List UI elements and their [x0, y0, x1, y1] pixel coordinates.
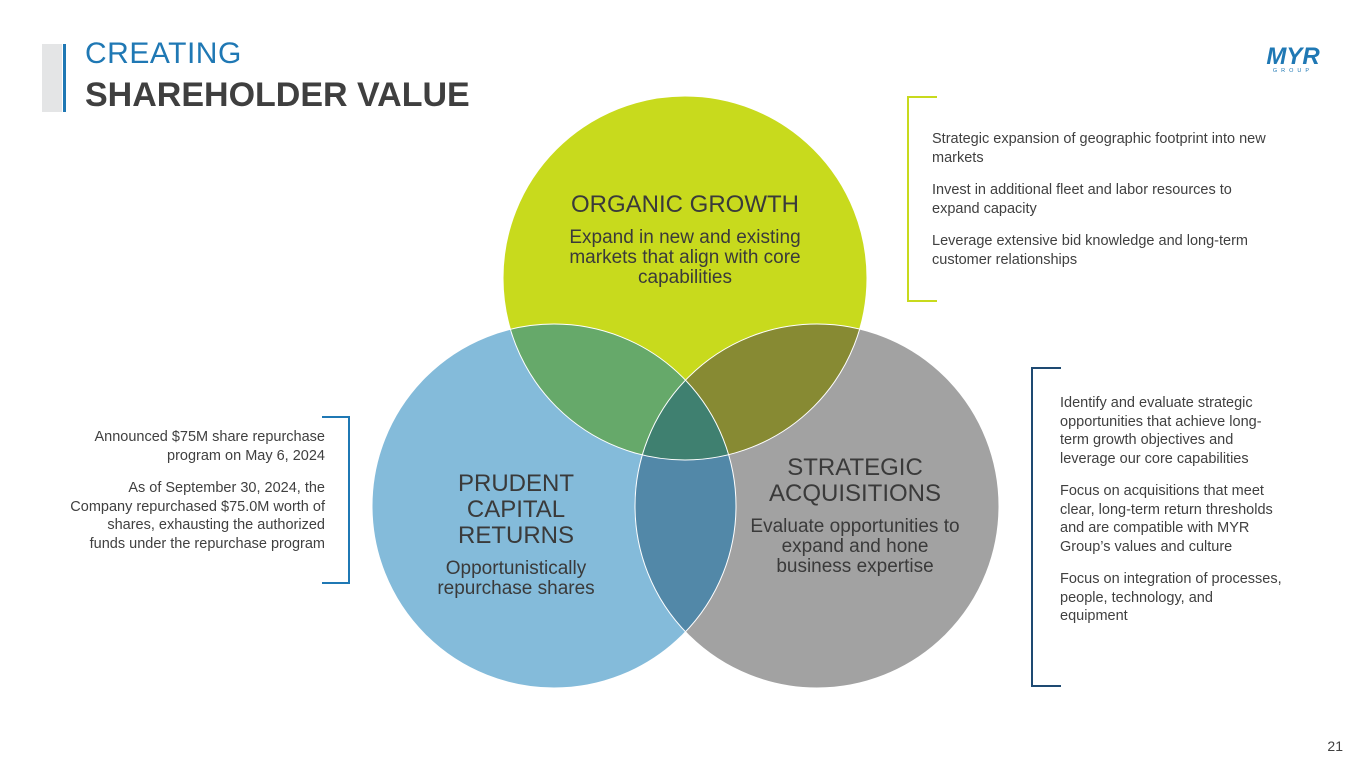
prudent-capital-title: PRUDENT CAPITAL RETURNS: [457, 470, 574, 549]
strategic-acquisitions-label: STRATEGIC ACQUISITIONS Evaluate opportun…: [745, 455, 965, 577]
acquisition-bullet: Identify and evaluate strategic opportun…: [1060, 395, 1262, 467]
acquisition-bullet: Focus on acquisitions that meet clear, l…: [1060, 483, 1273, 555]
organic-growth-label: ORGANIC GROWTH Expand in new and existin…: [555, 192, 815, 288]
capital-bracket: [322, 416, 350, 584]
title-line-1: CREATING: [85, 37, 242, 70]
organic-bullet: Leverage extensive bid knowledge and lon…: [932, 233, 1248, 268]
organic-bullet: Strategic expansion of geographic footpr…: [932, 131, 1266, 166]
organic-bullet: Invest in additional fleet and labor res…: [932, 182, 1232, 217]
acquisitions-bullets: Identify and evaluate strategic opportun…: [1060, 394, 1282, 640]
organic-bullets: Strategic expansion of geographic footpr…: [932, 130, 1267, 283]
prudent-capital-label: PRUDENT CAPITAL RETURNS Opportunisticall…: [426, 471, 606, 599]
capital-bullet: Announced $75M share repurchase program …: [94, 429, 325, 464]
prudent-capital-subtitle: Opportunistically repurchase shares: [437, 558, 595, 599]
overlap-organic-capital: [503, 324, 736, 460]
myr-group-logo: MYR GROUP: [1266, 43, 1320, 74]
circle-outline-organic: [502, 95, 868, 461]
strategic-acquisitions-title: STRATEGIC ACQUISITIONS: [768, 454, 942, 507]
logo-subtext: GROUP: [1273, 68, 1313, 74]
organic-growth-subtitle: Expand in new and existing markets that …: [569, 227, 801, 288]
organic-bracket: [907, 96, 937, 302]
acquisition-bullet: Focus on integration of processes, peopl…: [1060, 571, 1282, 624]
page-title: SHAREHOLDER VALUE: [85, 76, 470, 114]
title-accent-blue: [63, 44, 66, 112]
circle-outline-acquisitions: [634, 323, 1000, 689]
title-accent-gray: [42, 44, 62, 112]
page-number: 21: [1327, 738, 1343, 754]
strategic-acquisitions-subtitle: Evaluate opportunities to expand and hon…: [750, 516, 960, 577]
capital-bullet: As of September 30, 2024, the Company re…: [70, 480, 325, 552]
circle-outline-capital: [371, 323, 737, 689]
acquisitions-bracket: [1031, 367, 1061, 687]
capital-bullets: Announced $75M share repurchase program …: [70, 428, 325, 567]
organic-growth-title: ORGANIC GROWTH: [571, 191, 799, 218]
overlap-organic-acquisitions: [635, 324, 867, 460]
logo-text: MYR: [1266, 43, 1320, 70]
